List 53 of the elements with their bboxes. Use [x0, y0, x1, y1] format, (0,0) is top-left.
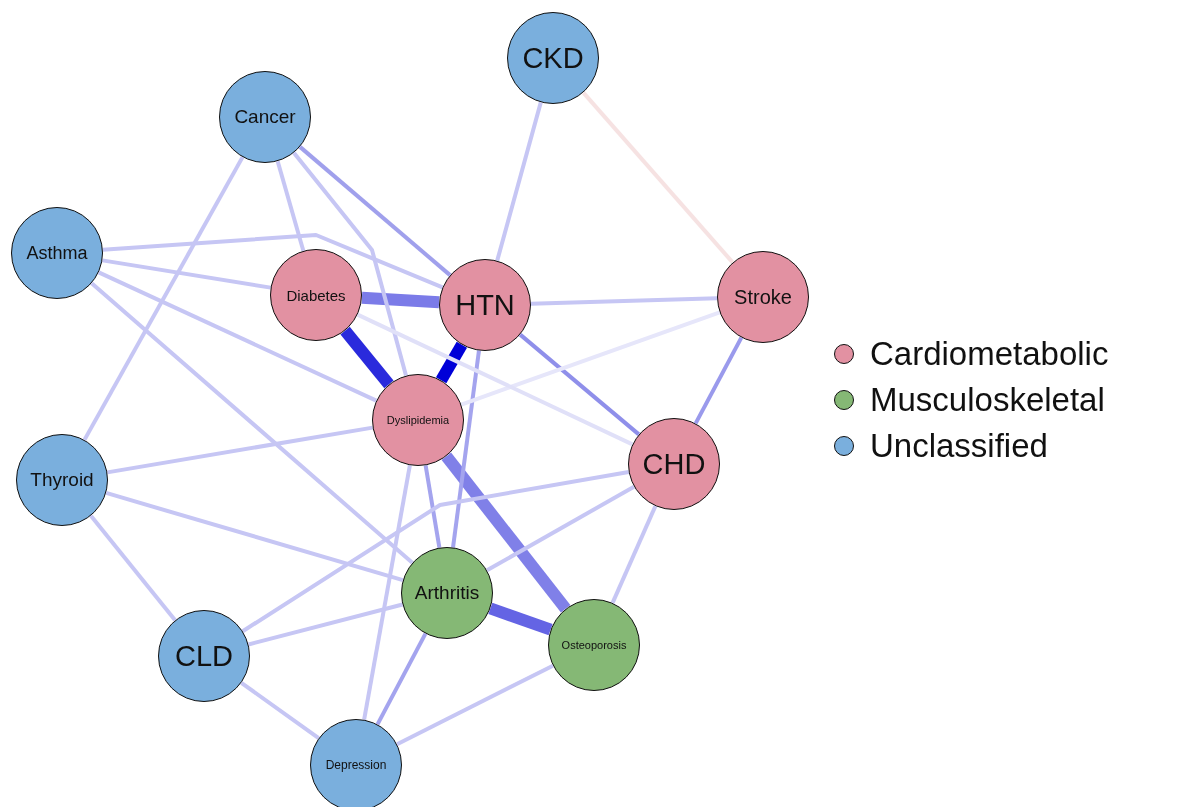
connection-line: [102, 258, 271, 290]
connection-line: [82, 156, 245, 441]
node-label: Depression: [325, 758, 387, 772]
legend-label: Unclassified: [870, 427, 1048, 465]
node-label: Thyroid: [30, 469, 94, 491]
connection-line: [340, 326, 394, 389]
connection-line: [396, 663, 554, 747]
connection-line: [495, 101, 543, 262]
connection-line: [107, 425, 373, 475]
node-label: CLD: [175, 639, 233, 673]
connection-line: [435, 341, 468, 384]
connection-line: [375, 632, 428, 726]
node-label: Dyslipidemia: [386, 414, 450, 426]
category-node: [270, 249, 362, 341]
connection-line: [441, 452, 571, 613]
node-label: Arthritis: [414, 582, 480, 604]
node-label: CKD: [522, 41, 584, 75]
connection-line: [486, 485, 635, 572]
connection-line: [362, 464, 412, 721]
connection-line: [102, 233, 444, 290]
connection-line: [248, 602, 403, 647]
connection-line: [488, 602, 553, 636]
legend-label: Cardiometabolic: [870, 335, 1109, 373]
connection-line: [298, 145, 452, 277]
connection-line: [460, 310, 721, 407]
connection-line: [275, 160, 306, 252]
node-label: CHD: [642, 447, 706, 481]
node-label: Osteoporosis: [561, 639, 627, 651]
node-label: Asthma: [26, 242, 88, 264]
connection-line: [518, 333, 641, 436]
connection-line: [90, 281, 414, 565]
connection-line: [423, 465, 442, 548]
connection-line: [240, 681, 320, 740]
connection-line: [97, 270, 378, 403]
connection-line: [530, 296, 718, 306]
category-node: [310, 719, 402, 807]
connection-line: [89, 514, 177, 622]
connection-line: [451, 350, 481, 548]
legend-label: Musculoskeletal: [870, 381, 1105, 419]
connection-line: [581, 91, 735, 264]
connection-line: [610, 505, 658, 604]
node-label: Diabetes: [286, 286, 346, 304]
connection-line: [105, 491, 404, 582]
node-label: Stroke: [734, 285, 792, 309]
category-node: [439, 259, 531, 351]
category-node: [372, 374, 464, 466]
node-label: HTN: [455, 288, 515, 322]
connection-line: [356, 312, 634, 447]
connection-line: [693, 336, 744, 425]
connection-line: [292, 151, 408, 377]
node-label: Cancer: [234, 106, 296, 128]
connection-line: [241, 469, 630, 633]
connection-line: [361, 291, 440, 309]
